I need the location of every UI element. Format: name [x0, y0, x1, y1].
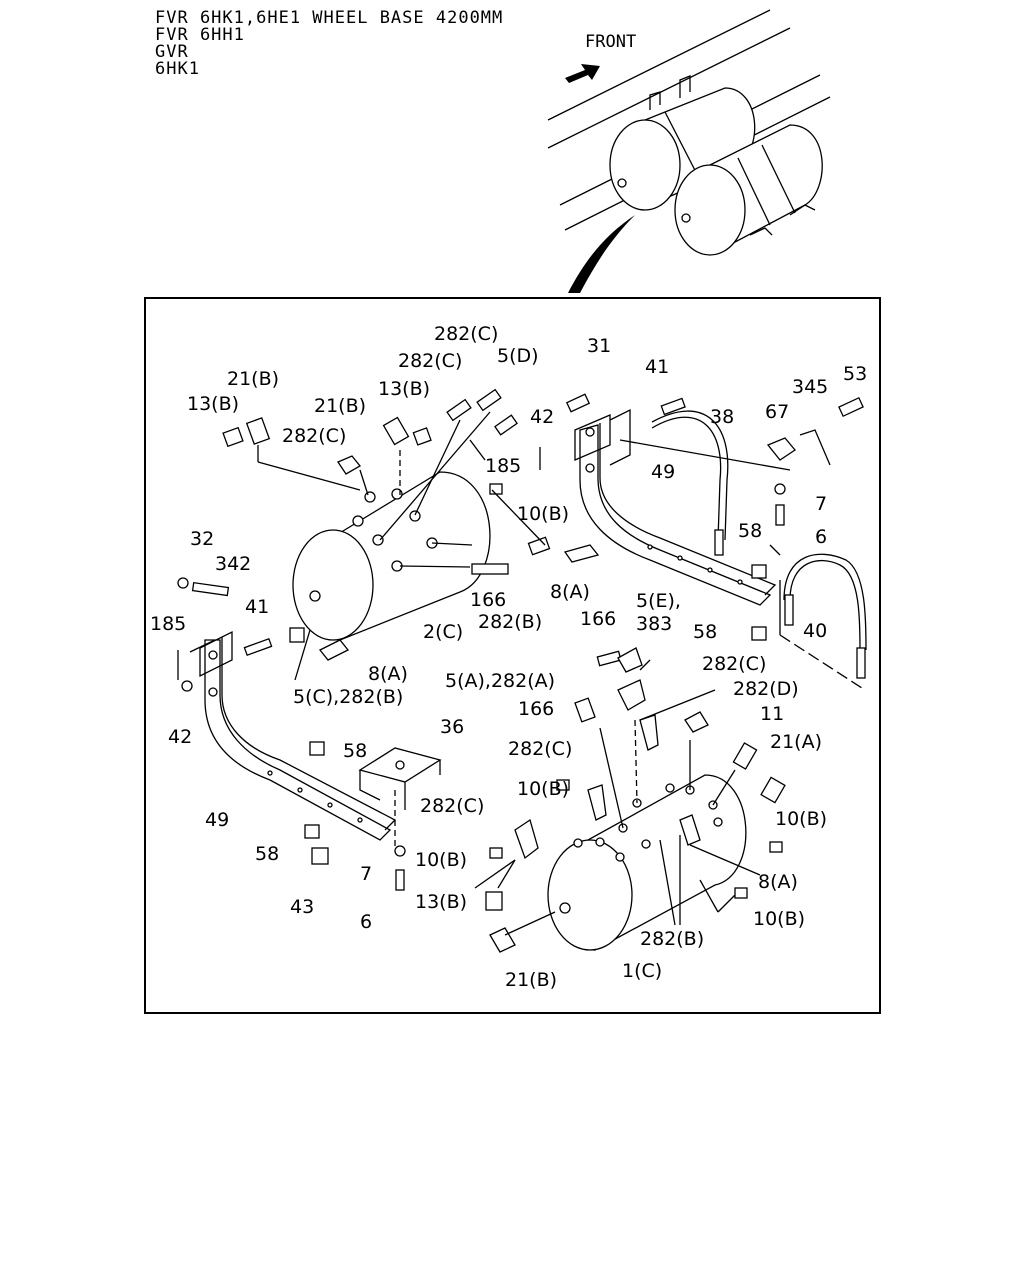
callout-282c-a: 282(C): [282, 425, 346, 447]
bracket-49-right: [574, 408, 791, 606]
overview-illustration: FRONT: [547, 9, 831, 293]
callout-10b-b: 10(B): [517, 778, 569, 800]
diagram-header: FVR 6HK1,6HE1 WHEEL BASE 4200MM FVR 6HH1…: [155, 10, 503, 78]
callout-282c-d: 282(C): [420, 795, 484, 817]
callout-10b-e: 10(B): [753, 908, 805, 930]
callout-38: 38: [710, 406, 734, 428]
front-label: FRONT: [585, 32, 636, 52]
header-line-4: 6HK1: [155, 59, 200, 79]
callout-58-a: 58: [738, 520, 762, 542]
callout-282c-top1: 282(C): [434, 323, 498, 345]
callout-166-a: 166: [470, 589, 506, 611]
callout-282c-c: 282(C): [508, 738, 572, 760]
callout-49-a: 49: [651, 461, 675, 483]
front-arrow-icon: [565, 64, 600, 83]
callout-8a-a: 8(A): [550, 581, 590, 603]
callout-31: 31: [587, 335, 611, 357]
callout-41-a: 41: [645, 356, 669, 378]
callout-7-b: 7: [360, 863, 372, 885]
callout-5c-282b: 5(C),282(B): [293, 686, 403, 708]
callout-282b-b: 282(B): [640, 928, 704, 950]
callout-166-c: 166: [518, 698, 554, 720]
callout-labels: 282(C) 282(C) 5(D) 21(B) 13(B) 21(B) 13(…: [150, 323, 867, 991]
callout-166-b: 166: [580, 608, 616, 630]
callout-6-b: 6: [360, 911, 372, 933]
callout-58-c: 58: [343, 740, 367, 762]
callout-13b-c: 13(B): [415, 891, 467, 913]
callout-43: 43: [290, 896, 314, 918]
callout-40: 40: [803, 620, 827, 642]
callout-21b-c: 21(B): [505, 969, 557, 991]
callout-345: 345: [792, 376, 828, 398]
callout-5a-282a: 5(A),282(A): [445, 670, 555, 692]
callout-282c-b: 282(C): [702, 653, 766, 675]
callout-10b-a: 10(B): [517, 503, 569, 525]
header-line-1: FVR 6HK1,6HE1 WHEEL BASE 4200MM: [155, 8, 504, 28]
callout-53: 53: [843, 363, 867, 385]
callout-49-b: 49: [205, 809, 229, 831]
callout-342: 342: [215, 553, 251, 575]
callout-185-b: 185: [150, 613, 186, 635]
callout-42-b: 42: [168, 726, 192, 748]
callout-8a-c: 8(A): [758, 871, 798, 893]
callout-21b-a: 21(B): [227, 368, 279, 390]
callout-1c: 1(C): [622, 960, 662, 982]
leader-lines: [257, 411, 866, 936]
callout-5e: 5(E),: [636, 590, 681, 612]
tank-1c: [547, 774, 747, 951]
tank-2c: [292, 471, 491, 641]
callout-10b-c: 10(B): [775, 808, 827, 830]
callout-7-a: 7: [815, 493, 827, 515]
strap-38: [651, 410, 729, 556]
callout-282d: 282(D): [733, 678, 799, 700]
callout-32: 32: [190, 528, 214, 550]
callout-67: 67: [765, 401, 789, 423]
callout-58-b: 58: [693, 621, 717, 643]
overview-pointer-arrow: [568, 215, 635, 293]
callout-21b-b: 21(B): [314, 395, 366, 417]
callout-10b-d: 10(B): [415, 849, 467, 871]
callout-2c: 2(C): [423, 621, 463, 643]
callout-383: 383: [636, 613, 672, 635]
header-line-3: GVR: [155, 42, 189, 62]
callout-42-a: 42: [530, 406, 554, 428]
callout-5d: 5(D): [497, 345, 539, 367]
fittings: [177, 388, 864, 953]
strap-40: [783, 553, 867, 679]
header-line-2: FVR 6HH1: [155, 25, 245, 45]
callout-58-d: 58: [255, 843, 279, 865]
detail-frame: [144, 297, 881, 1014]
callout-11: 11: [760, 703, 784, 725]
callout-282c-top2: 282(C): [398, 350, 462, 372]
callout-6-a: 6: [815, 526, 827, 548]
callout-41-b: 41: [245, 596, 269, 618]
callout-13b-a: 13(B): [187, 393, 239, 415]
callout-21a: 21(A): [770, 731, 822, 753]
callout-36: 36: [440, 716, 464, 738]
callout-8a-b: 8(A): [368, 663, 408, 685]
callout-185-a: 185: [485, 455, 521, 477]
callout-13b-b: 13(B): [378, 378, 430, 400]
callout-282b-a: 282(B): [478, 611, 542, 633]
bracket-49-left: [189, 630, 397, 841]
bracket-36: [358, 747, 442, 810]
